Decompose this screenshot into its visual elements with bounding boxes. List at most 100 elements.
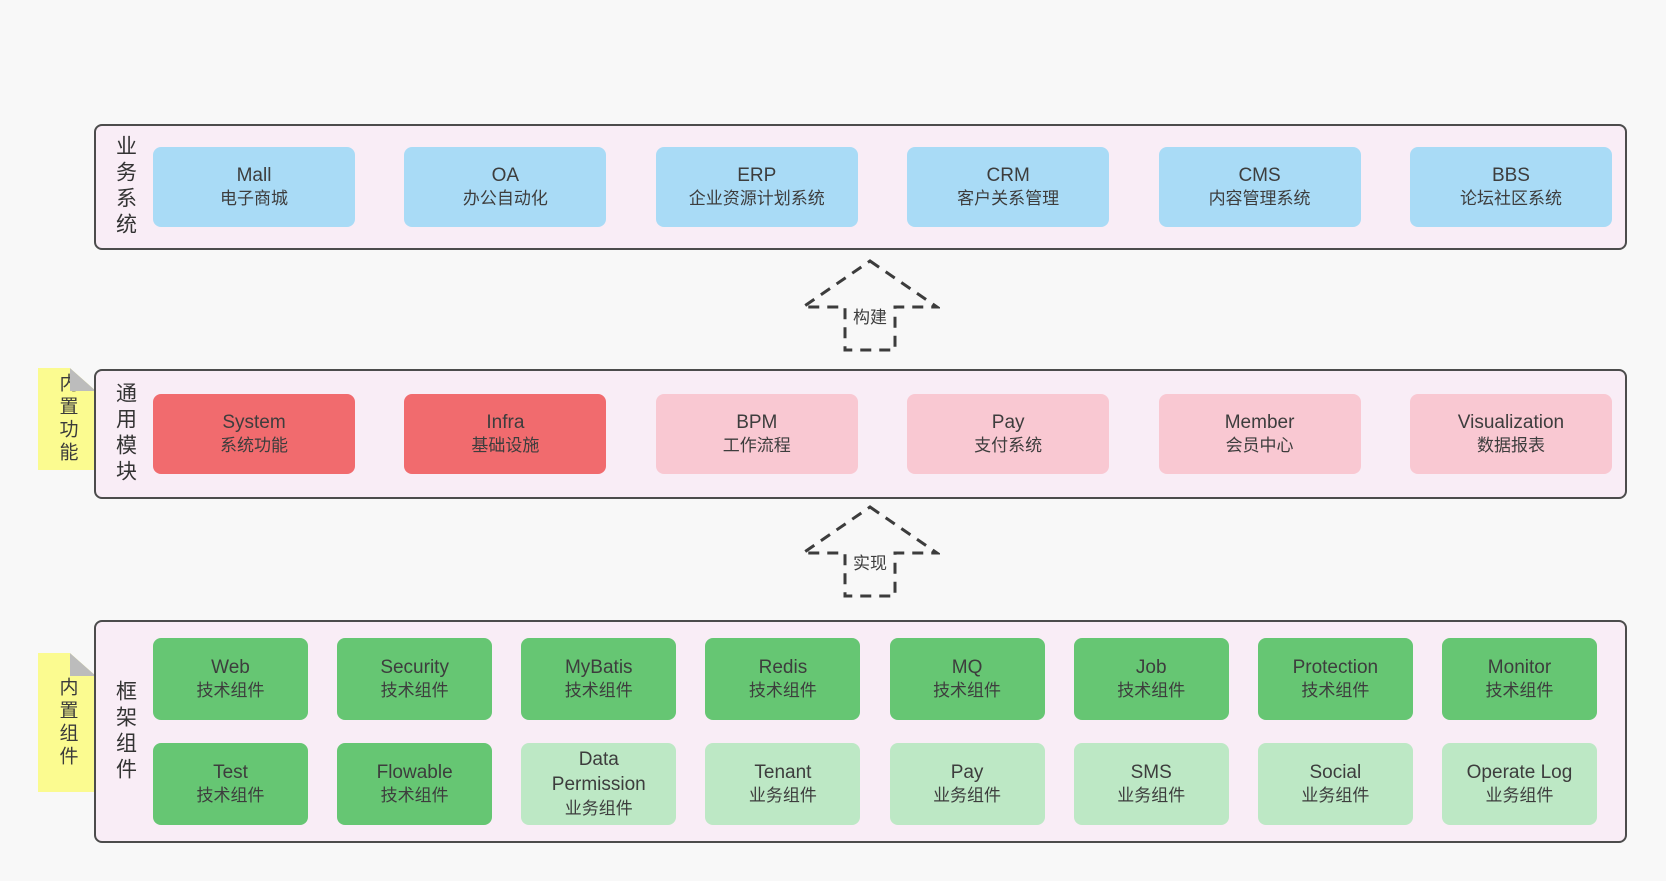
node-name: Social — [1309, 761, 1362, 783]
node-name: MyBatis — [564, 656, 633, 678]
module-boxes-row: System 系统功能 Infra 基础设施 BPM 工作流程 Pay 支付系统… — [153, 371, 1625, 497]
node-desc: 客户关系管理 — [957, 189, 1060, 209]
layer-label-framework-components: 框架组件 — [113, 679, 137, 784]
node-mall: Mall 电子商城 — [153, 147, 355, 227]
node-name: Web — [211, 656, 250, 678]
node-desc: 技术组件 — [1301, 681, 1370, 701]
node-social: Social 业务组件 — [1257, 743, 1413, 825]
node-name: Visualization — [1457, 411, 1565, 433]
node-security: Security 技术组件 — [337, 638, 493, 720]
node-desc: 技术组件 — [933, 681, 1002, 701]
node-desc: 企业资源计划系统 — [688, 189, 825, 209]
node-name: System — [222, 411, 286, 433]
node-name: CRM — [986, 164, 1030, 186]
node-mybatis: MyBatis 技术组件 — [521, 638, 677, 720]
node-desc: 基础设施 — [471, 436, 540, 456]
node-name: BPM — [736, 411, 778, 433]
node-protection: Protection 技术组件 — [1257, 638, 1413, 720]
node-desc: 业务组件 — [748, 786, 817, 806]
node-name: SMS — [1130, 761, 1172, 783]
node-desc: 业务组件 — [1117, 786, 1186, 806]
node-tenant: Tenant 业务组件 — [705, 743, 861, 825]
node-desc: 会员中心 — [1225, 436, 1294, 456]
node-member: Member 会员中心 — [1158, 394, 1361, 474]
node-desc: 技术组件 — [1117, 681, 1186, 701]
node-name: Tenant — [754, 761, 812, 783]
layer-business-systems: 业务系统 Mall 电子商城 OA 办公自动化 ERP 企业资源计划系统 CRM… — [94, 124, 1627, 250]
sticky-label: 内置功能 — [56, 373, 78, 465]
node-pay-biz: Pay 业务组件 — [889, 743, 1045, 825]
sticky-label: 内置组件 — [56, 676, 78, 769]
node-name: Member — [1224, 411, 1295, 433]
node-desc: 系统功能 — [220, 436, 288, 456]
node-erp: ERP 企业资源计划系统 — [655, 147, 858, 227]
node-infra: Infra 基础设施 — [404, 394, 607, 474]
sticky-fold-icon — [70, 368, 96, 391]
node-desc: 技术组件 — [380, 786, 449, 806]
node-desc: 电子商城 — [220, 189, 288, 209]
component-row-1: Web 技术组件 Security 技术组件 MyBatis 技术组件 Redi… — [153, 638, 1597, 720]
node-desc: 技术组件 — [1485, 681, 1554, 701]
layer-label-common-modules: 通用模块 — [113, 382, 137, 486]
node-name: ERP — [737, 164, 777, 186]
arrow-label: 实现 — [850, 548, 890, 575]
node-test: Test 技术组件 — [153, 743, 308, 825]
sticky-note-builtin-features: 内置功能 — [38, 368, 96, 470]
sticky-note-builtin-components: 内置组件 — [38, 653, 96, 792]
node-desc: 论坛社区系统 — [1459, 189, 1562, 209]
arrow-label: 构建 — [850, 302, 890, 329]
layer-common-modules: 通用模块 System 系统功能 Infra 基础设施 BPM 工作流程 Pay… — [94, 369, 1627, 499]
node-name: Job — [1135, 656, 1167, 678]
node-name: Redis — [758, 656, 808, 678]
node-redis: Redis 技术组件 — [705, 638, 861, 720]
node-desc: 技术组件 — [748, 681, 817, 701]
node-web: Web 技术组件 — [153, 638, 308, 720]
node-name: Data Permission — [551, 749, 646, 795]
node-desc: 技术组件 — [380, 681, 449, 701]
node-desc: 业务组件 — [564, 798, 633, 818]
node-cms: CMS 内容管理系统 — [1158, 147, 1361, 227]
dashed-up-arrow-icon — [800, 505, 940, 598]
component-row-2: Test 技术组件 Flowable 技术组件 Data Permission … — [153, 743, 1597, 825]
node-flowable: Flowable 技术组件 — [337, 743, 493, 825]
node-visualization: Visualization 数据报表 — [1409, 394, 1612, 474]
node-name: Operate Log — [1466, 761, 1573, 783]
arrow-build-up: 构建 — [800, 258, 940, 354]
node-name: Protection — [1292, 656, 1379, 678]
node-name: CMS — [1238, 164, 1281, 186]
node-monitor: Monitor 技术组件 — [1441, 638, 1597, 720]
node-job: Job 技术组件 — [1073, 638, 1229, 720]
dashed-up-arrow-icon — [800, 259, 940, 352]
node-name: Pay — [991, 411, 1025, 433]
component-rows: Web 技术组件 Security 技术组件 MyBatis 技术组件 Redi… — [153, 622, 1625, 841]
node-oa: OA 办公自动化 — [404, 147, 607, 227]
node-operate-log: Operate Log 业务组件 — [1441, 743, 1597, 825]
node-name: BBS — [1491, 164, 1530, 186]
node-desc: 工作流程 — [722, 436, 791, 456]
node-desc: 技术组件 — [564, 681, 633, 701]
node-desc: 技术组件 — [196, 681, 265, 701]
node-sms: SMS 业务组件 — [1073, 743, 1229, 825]
node-desc: 业务组件 — [1301, 786, 1370, 806]
node-bbs: BBS 论坛社区系统 — [1409, 147, 1612, 227]
node-desc: 办公自动化 — [462, 189, 548, 209]
node-bpm: BPM 工作流程 — [655, 394, 858, 474]
node-name: MQ — [951, 656, 983, 678]
node-desc: 支付系统 — [974, 436, 1043, 456]
node-mq: MQ 技术组件 — [889, 638, 1045, 720]
node-name: Pay — [950, 761, 984, 783]
node-desc: 业务组件 — [933, 786, 1002, 806]
sticky-fold-icon — [70, 653, 96, 676]
node-desc: 技术组件 — [196, 786, 265, 806]
layer-label-business-systems: 业务系统 — [113, 135, 137, 239]
node-pay: Pay 支付系统 — [907, 394, 1110, 474]
node-name: Monitor — [1487, 656, 1552, 678]
arrow-implement-up: 实现 — [800, 504, 940, 600]
node-name: Flowable — [376, 761, 453, 783]
node-desc: 数据报表 — [1476, 436, 1545, 456]
node-desc: 业务组件 — [1485, 786, 1554, 806]
node-name: Test — [213, 761, 248, 783]
node-name: Infra — [486, 411, 525, 433]
node-desc: 内容管理系统 — [1208, 189, 1311, 209]
